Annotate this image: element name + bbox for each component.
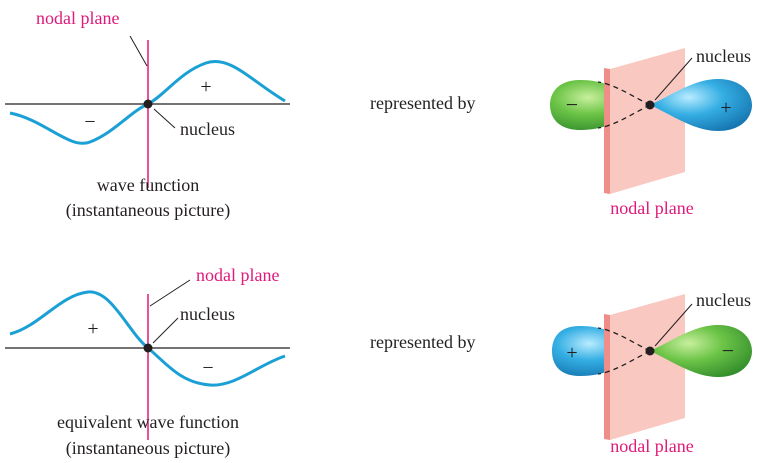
- top-node-dash-upper: [597, 81, 651, 106]
- bottom-nodal-plane-label: nodal plane: [196, 265, 279, 285]
- top-orbital-nucleus-leader: [654, 57, 693, 101]
- bottom-nodal-plate-edge: [604, 314, 610, 440]
- top-nodal-plate-face: [610, 48, 685, 194]
- bottom-plus-sign: +: [87, 318, 98, 340]
- top-nucleus-dot: [143, 99, 153, 109]
- top-orbital-right-sign: +: [720, 97, 731, 119]
- top-orbital-nodal-label: nodal plane: [610, 198, 693, 218]
- bottom-orbital-model: + − nucleus nodal plane: [552, 290, 752, 456]
- top-plus-sign: +: [200, 76, 211, 98]
- bottom-green-lobe: [650, 325, 752, 377]
- bottom-nodal-plate-face: [610, 294, 685, 440]
- top-minus-sign: −: [84, 111, 95, 133]
- top-node-dash-lower: [597, 104, 651, 129]
- bottom-orbital-nodal-label: nodal plane: [610, 436, 693, 456]
- top-orbital-model: − + nucleus nodal plane: [550, 46, 752, 218]
- top-caption-line1: wave function: [97, 175, 199, 195]
- bottom-orbital-nucleus-dot: [645, 346, 655, 356]
- bottom-caption-line2: (instantaneous picture): [66, 438, 230, 459]
- top-represented-by: represented by: [370, 93, 475, 113]
- top-nodal-plane-label: nodal plane: [36, 8, 119, 28]
- top-blue-lobe: [650, 79, 752, 131]
- bottom-represented-by: represented by: [370, 332, 475, 352]
- bottom-node-dash-lower: [597, 350, 651, 375]
- bottom-wave-function-panel: nodal plane nucleus + − equivalent wave …: [5, 265, 290, 459]
- bottom-node-dash-upper: [597, 327, 651, 352]
- bottom-minus-sign: −: [202, 357, 213, 379]
- top-orbital-nucleus-label: nucleus: [696, 46, 751, 66]
- top-caption-line2: (instantaneous picture): [66, 200, 230, 221]
- top-nodal-leader: [129, 35, 148, 67]
- top-nodal-plate-edge: [604, 68, 610, 194]
- bottom-nucleus-dot: [143, 343, 153, 353]
- top-wave-function-panel: nodal plane + − nucleus wave function (i…: [5, 8, 290, 221]
- bottom-caption-line1: equivalent wave function: [57, 412, 239, 432]
- bottom-orbital-left-sign: +: [566, 342, 577, 364]
- bottom-orbital-nucleus-label: nucleus: [696, 290, 751, 310]
- top-nucleus-leader: [153, 108, 176, 129]
- bottom-orbital-right-sign: −: [722, 338, 734, 363]
- bottom-nucleus-leader: [152, 317, 179, 344]
- bottom-nodal-leader: [149, 279, 191, 307]
- top-orbital-left-sign: −: [566, 92, 578, 117]
- top-nucleus-label: nucleus: [180, 119, 235, 139]
- bottom-nucleus-label: nucleus: [180, 304, 235, 324]
- bottom-orbital-nucleus-leader: [654, 303, 693, 347]
- top-orbital-nucleus-dot: [645, 100, 655, 110]
